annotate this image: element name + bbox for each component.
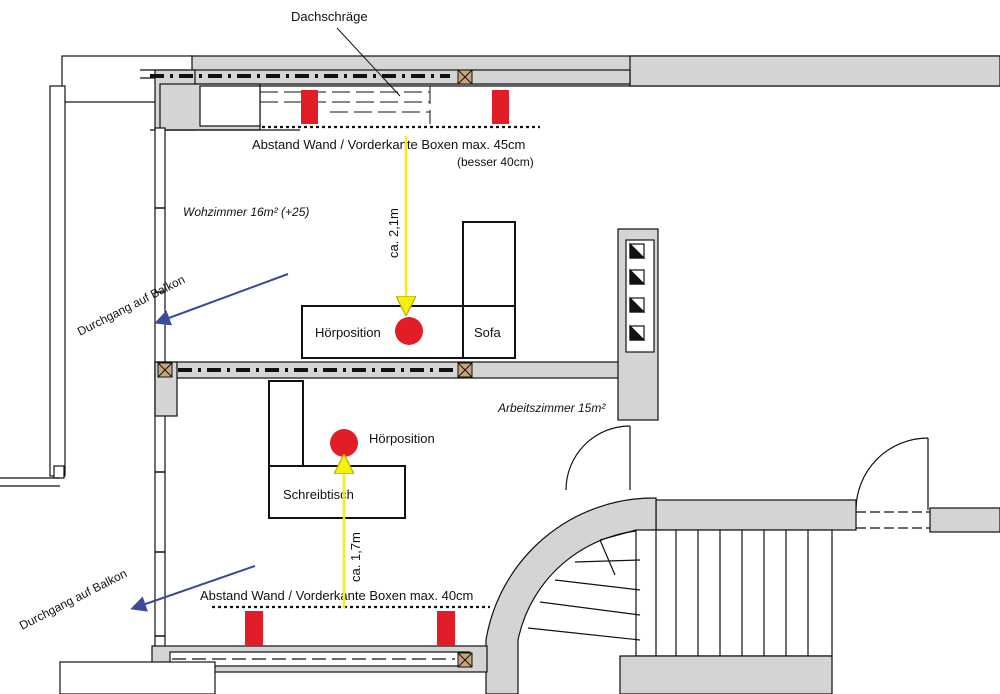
shaft-wall (617, 228, 659, 421)
speaker-bottom-right (437, 611, 455, 646)
listening-point-lower (330, 429, 358, 457)
listening-upper-label: Hörposition (315, 325, 381, 340)
staircase (485, 497, 833, 694)
study-door (565, 425, 631, 491)
hall-wall (655, 499, 1000, 533)
hall-door (855, 437, 929, 511)
balcony-upper-label: Durchgang auf Balkon (75, 272, 187, 338)
left-wall (0, 85, 166, 669)
lower-distance-label: ca. 1,7m (348, 532, 363, 582)
listening-point-upper (395, 317, 423, 345)
top-distance-label: Abstand Wand / Vorderkante Boxen max. 45… (252, 137, 525, 152)
listening-lower-label: Hörposition (369, 431, 435, 446)
balcony-arrow-lower (130, 565, 256, 612)
living-room-label: Wohzimmer 16m² (+25) (183, 205, 309, 219)
speaker-bottom-left (245, 611, 263, 646)
balcony-arrow-upper (154, 273, 289, 326)
sofa-label: Sofa (474, 325, 502, 340)
speaker-top-right (492, 90, 509, 124)
bottom-distance-label: Abstand Wand / Vorderkante Boxen max. 40… (200, 588, 473, 603)
top-distance-note: (besser 40cm) (457, 155, 534, 169)
desk-label: Schreibtisch (283, 487, 354, 502)
bottom-wall (59, 645, 488, 694)
roof-slope-leader (336, 27, 401, 97)
balcony-lower-label: Durchgang auf Balkon (17, 566, 129, 632)
study-label: Arbeitszimmer 15m² (497, 401, 606, 415)
window-ticks (155, 207, 165, 637)
top-wall (61, 55, 1000, 131)
desk-side (268, 380, 304, 467)
speaker-top-left (301, 90, 318, 124)
roof-slope-outline (260, 86, 431, 124)
roof-slope-label: Dachschräge (291, 9, 368, 24)
desk (268, 465, 406, 519)
upper-distance-label: ca. 2,1m (386, 208, 401, 258)
